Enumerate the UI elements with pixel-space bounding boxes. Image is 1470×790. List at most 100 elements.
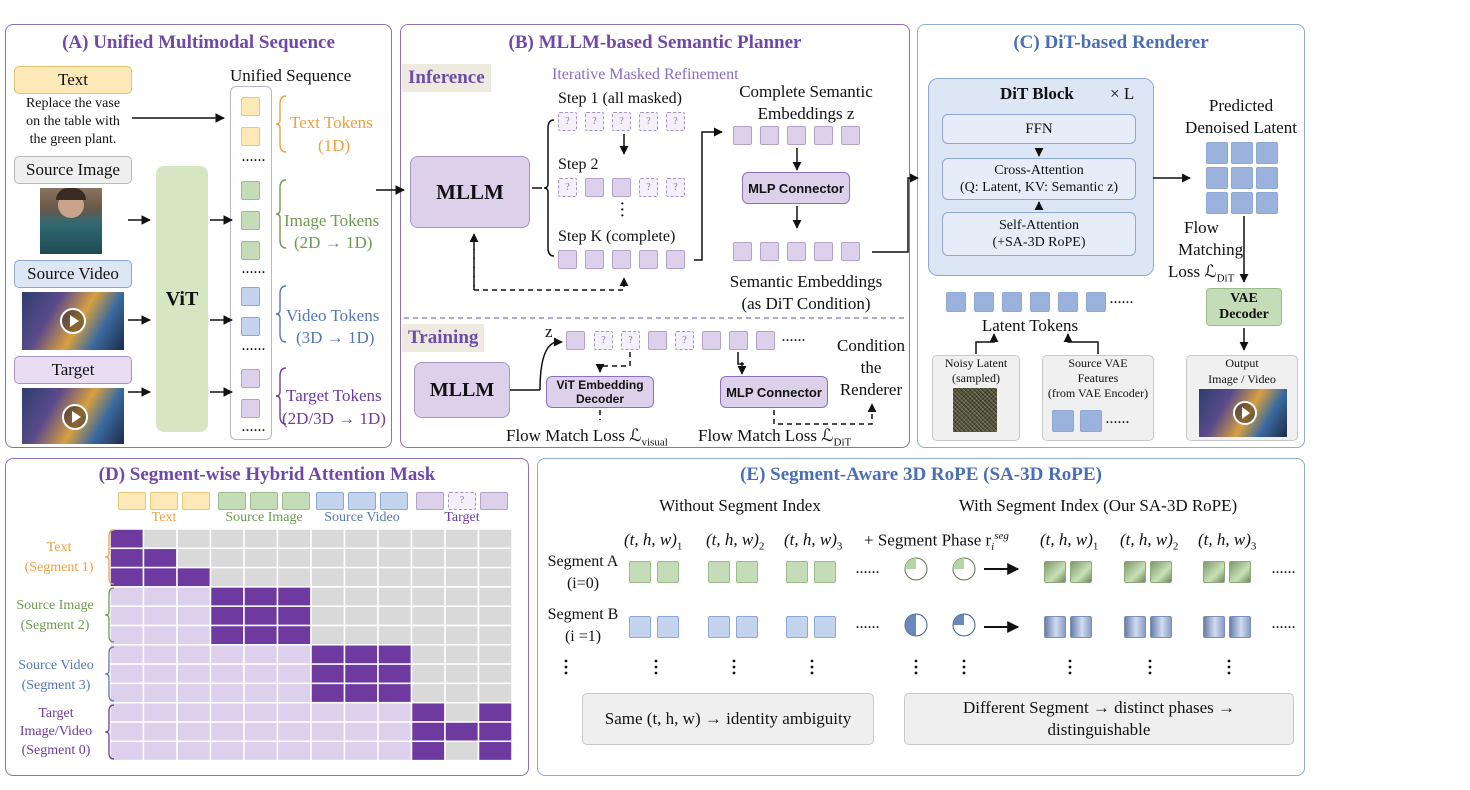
coord-6-text: (t, h, w)	[1198, 530, 1251, 549]
text-prompt-line-2: on the table with	[26, 114, 120, 129]
predicted-latent-cell	[1231, 192, 1253, 214]
col-header-masked-token: ?	[448, 492, 476, 510]
segment-a-rope-token	[1229, 561, 1251, 583]
complete-embeddings-line-1: Complete Semantic	[739, 82, 873, 101]
mllm-training-block: MLLM	[414, 362, 510, 418]
play-icon[interactable]	[1233, 401, 1257, 425]
col-header-token	[282, 492, 310, 510]
dit-block-label: DiT Block	[1000, 84, 1074, 103]
masked-token: ?	[639, 178, 658, 197]
ambiguity-text: Same (t, h, w) → identity ambiguity	[604, 709, 852, 728]
mllm-inference-block: MLLM	[410, 156, 530, 228]
flow-match-loss-dit: Flow Match Loss ℒDiT	[698, 426, 851, 448]
image-token	[241, 181, 260, 200]
semantic-token	[814, 126, 833, 145]
source-image-thumbnail	[40, 188, 102, 254]
latent-token	[1058, 292, 1078, 312]
segment-b-token	[736, 616, 758, 638]
training-tag: Training	[402, 324, 485, 352]
row-label-text-1: Text	[46, 540, 72, 555]
semantic-token	[787, 242, 806, 261]
semantic-token	[729, 331, 748, 350]
noise-image	[953, 388, 997, 432]
target-tokens-dim: (2D/3D → 1D)	[282, 409, 386, 428]
vae-feature-token	[1080, 410, 1102, 432]
condition-renderer-line-3: Renderer	[839, 380, 903, 399]
vae-decoder-box: VAE Decoder	[1206, 288, 1282, 326]
segment-b-rope-token	[1150, 616, 1172, 638]
distinct-line-2: distinguishable	[1047, 720, 1151, 739]
ffn-box: FFN	[942, 114, 1136, 144]
segment-b-token	[708, 616, 730, 638]
step-1-label: Step 1 (all masked)	[558, 90, 682, 107]
semantic-token	[756, 331, 775, 350]
target-label: Target	[51, 360, 95, 379]
ambiguity-box: Same (t, h, w) → identity ambiguity	[582, 693, 874, 745]
segment-a-token	[629, 561, 651, 583]
segment-a-rope-token	[1203, 561, 1225, 583]
z-label: z	[545, 322, 553, 341]
predicted-line-1: Predicted	[1208, 96, 1274, 115]
segment-a-line-1: Segment A	[547, 553, 619, 570]
flow-matching-line-2: Matching	[1178, 240, 1244, 259]
output-line-2: Image / Video	[1208, 372, 1276, 386]
distinct-box: Different Segment → distinct phases → di…	[904, 693, 1294, 745]
row-label-video-2: (Segment 3)	[21, 678, 91, 693]
segment-b-rope-ellipsis: ......	[1272, 617, 1296, 631]
text-tokens-label: Text Tokens	[290, 113, 373, 132]
vit-embedding-decoder: ViT Embedding Decoder	[546, 376, 654, 408]
step-2-label: Step 2	[558, 156, 599, 173]
text-prompt-line-1: Replace the vase	[25, 96, 121, 111]
vit-label: ViT	[165, 287, 199, 310]
col-header-token	[182, 492, 210, 510]
flow-matching-line-3: Loss ℒDiT	[1168, 262, 1234, 284]
segment-b-token	[629, 616, 651, 638]
segment-b-token	[814, 616, 836, 638]
segment-a-ellipsis: ......	[856, 562, 880, 576]
flow-matching-loss-sub: DiT	[1216, 272, 1235, 285]
mlp-connector-training-label: MLP Connector	[726, 384, 822, 400]
video-token	[241, 287, 260, 306]
flow-match-loss-visual: Flow Match Loss ℒvisual	[506, 426, 668, 448]
col-header-token	[250, 492, 278, 510]
self-attention-line-2: (+SA-3D RoPE)	[992, 235, 1086, 250]
semantic-token	[702, 331, 721, 350]
panel-c-title: (C) DiT-based Renderer	[1013, 32, 1209, 53]
panel-e-title: (E) Segment-Aware 3D RoPE (SA-3D RoPE)	[740, 464, 1102, 485]
noisy-latent-line-2: (sampled)	[952, 371, 1000, 385]
predicted-latent-cell	[1231, 142, 1253, 164]
semantic-token	[585, 250, 604, 269]
coord-6-sub: 3	[1250, 540, 1257, 553]
masked-token: ?	[594, 331, 613, 350]
segment-b-line-2: (i =1)	[564, 628, 602, 645]
predicted-latent-cell	[1206, 167, 1228, 189]
semantic-token	[566, 331, 585, 350]
seq-ellipsis-2: ......	[242, 262, 266, 276]
coord-5-sub: 2	[1172, 540, 1179, 553]
flow-matching-line-1: Flow	[1184, 218, 1219, 237]
play-icon[interactable]	[60, 308, 86, 334]
predicted-latent-cell	[1206, 192, 1228, 214]
unified-sequence-column	[230, 86, 272, 440]
segment-a-token	[786, 561, 808, 583]
target-tokens-label: Target Tokens	[286, 386, 382, 405]
inference-tag: Inference	[402, 64, 491, 92]
semantic-token	[666, 250, 685, 269]
predicted-latent-cell	[1256, 142, 1278, 164]
semantic-token	[733, 126, 752, 145]
target-token	[241, 369, 260, 388]
semantic-token	[760, 242, 779, 261]
semantic-embeddings-line-1: Semantic Embeddings	[729, 272, 883, 291]
mlp-connector-training: MLP Connector	[720, 376, 828, 408]
play-icon[interactable]	[62, 404, 88, 430]
semantic-token	[648, 331, 667, 350]
flow-match-loss-visual-sub: visual	[641, 436, 668, 449]
masked-token: ?	[666, 178, 685, 197]
predicted-latent-cell	[1256, 192, 1278, 214]
condition-renderer-line-2: the	[860, 358, 882, 377]
segment-b-rope-token	[1229, 616, 1251, 638]
mlp-connector-inference: MLP Connector	[742, 172, 850, 204]
video-tokens-dim: (3D → 1D)	[296, 328, 375, 347]
col-header-token	[380, 492, 408, 510]
seq-ellipsis-4: ......	[242, 420, 266, 434]
